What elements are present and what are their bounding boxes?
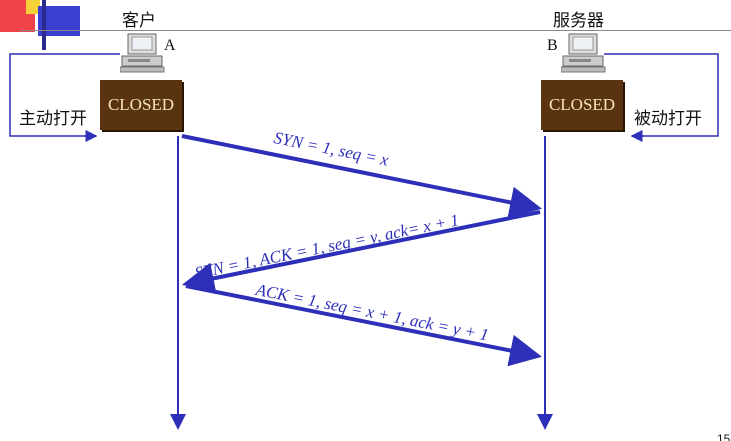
computer-icon: [120, 33, 165, 73]
syn-arrow: [181, 134, 542, 219]
syn-ack-arrow: [182, 210, 541, 295]
client-letter: A: [164, 37, 176, 54]
server-letter: B: [547, 37, 558, 54]
slide-decoration: [0, 0, 80, 50]
client-state-box: CLOSED: [100, 80, 182, 130]
page-number: 15: [717, 432, 731, 441]
deco-bar: [42, 0, 46, 50]
client-open-connector: [9, 53, 120, 142]
server-title: 服务器: [553, 11, 604, 30]
server-state-box: CLOSED: [541, 80, 623, 130]
client-title: 客户: [122, 11, 156, 30]
client-action-label: 主动打开: [19, 109, 87, 128]
server-action-label: 被动打开: [634, 109, 702, 128]
computer-icon: [561, 33, 606, 73]
ack-arrow: [185, 284, 542, 367]
server-open-connector: [604, 53, 719, 142]
yellow-square: [26, 0, 40, 14]
